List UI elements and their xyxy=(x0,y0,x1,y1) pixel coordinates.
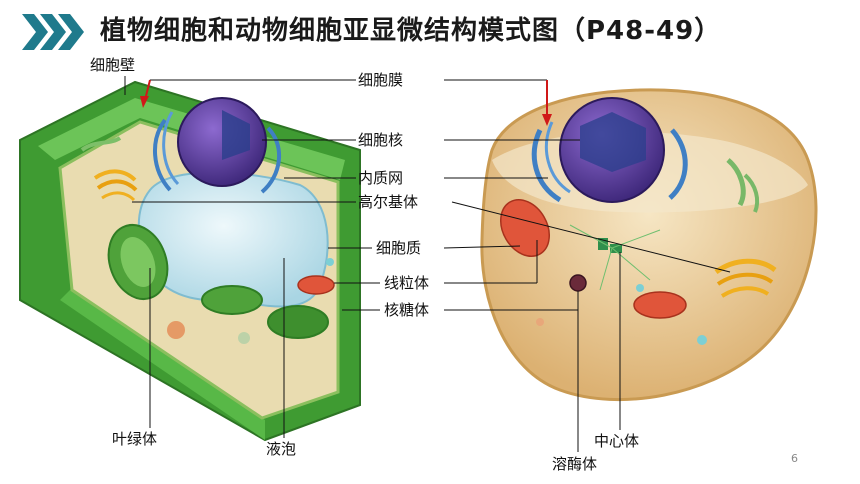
plant-mitochondrion xyxy=(297,275,335,295)
red-pointer-arrows xyxy=(140,79,552,126)
plant-cell xyxy=(19,80,361,442)
page-title: 植物细胞和动物细胞亚显微结构模式图（P48-49） xyxy=(100,16,722,46)
label-ribosome: 核糖体 xyxy=(384,301,430,319)
label-er: 内质网 xyxy=(358,169,404,187)
plant-chloroplast xyxy=(267,305,329,339)
label-cytoplasm: 细胞质 xyxy=(376,239,422,257)
label-mitochondria: 线粒体 xyxy=(384,274,430,292)
animal-mitochondrion xyxy=(633,291,687,319)
plant-chloroplast xyxy=(201,285,263,315)
plant-er xyxy=(153,118,172,192)
leader-lines xyxy=(124,76,731,452)
page-number: 6 xyxy=(791,452,798,465)
plant-wall-top-face xyxy=(38,98,345,180)
chevron-arrows-icon xyxy=(22,14,84,50)
red-arrow-head-left xyxy=(140,96,149,108)
leader-golgi-right xyxy=(451,201,731,273)
label-chloroplast: 叶绿体 xyxy=(112,430,158,448)
label-golgi: 高尔基体 xyxy=(358,193,419,211)
leader-cytoplasm-right xyxy=(443,245,521,249)
plant-wall-front-face xyxy=(60,285,265,440)
animal-cell xyxy=(480,88,818,401)
label-centrosome: 中心体 xyxy=(594,432,640,450)
label-nucleus: 细胞核 xyxy=(358,131,404,149)
red-arrow-head-right xyxy=(542,114,552,126)
label-cell-wall: 细胞壁 xyxy=(90,56,136,74)
plant-golgi xyxy=(93,169,137,182)
animal-er xyxy=(531,128,562,203)
animal-golgi xyxy=(714,258,777,275)
label-cell-membrane: 细胞膜 xyxy=(358,71,404,89)
animal-lysosome xyxy=(569,274,587,292)
label-vacuole: 液泡 xyxy=(266,440,297,458)
label-lysosome: 溶酶体 xyxy=(552,455,598,473)
